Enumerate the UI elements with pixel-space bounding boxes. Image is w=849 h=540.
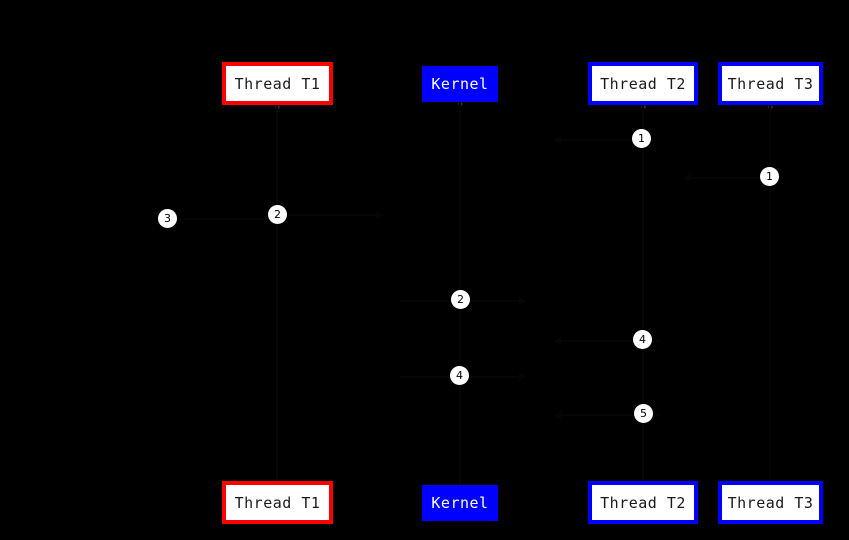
participant-thread-t1-top: Thread T1	[222, 62, 333, 105]
participant-thread-t2-bottom: Thread T2	[588, 481, 698, 524]
sequence-badge-number: 1	[766, 170, 773, 183]
sequence-badge-number: 2	[274, 208, 281, 221]
lifeline-t2	[642, 105, 644, 481]
message-1-t2	[553, 136, 650, 144]
participant-thread-t3-bottom: Thread T3	[718, 481, 823, 524]
participant-label: Thread T1	[234, 493, 321, 512]
participant-label: Thread T1	[234, 74, 321, 93]
participant-label: Thread T3	[727, 74, 814, 93]
message-2-t1	[277, 211, 384, 219]
participant-thread-t3-top: Thread T3	[718, 62, 823, 105]
participant-label: Thread T2	[600, 493, 686, 512]
sequence-badge-1-thread-t2: 1	[632, 129, 651, 148]
sequence-badge-4-thread-t2: 4	[633, 330, 652, 349]
sequence-badge-2-thread-t1: 2	[268, 205, 287, 224]
sequence-badge-number: 4	[456, 369, 463, 382]
sequence-badge-4-kernel: 4	[450, 366, 469, 385]
participant-kernel-top: Kernel	[422, 66, 498, 102]
sequence-badge-2-kernel: 2	[451, 290, 470, 309]
participant-label: Thread T2	[600, 74, 686, 93]
sequence-badge-number: 4	[639, 333, 646, 346]
participant-label: Kernel	[431, 75, 489, 93]
sequence-badge-number: 5	[640, 407, 647, 420]
sequence-badge-5-thread-t2: 5	[634, 404, 653, 423]
message-5-t2	[553, 411, 660, 419]
sequence-badge-number: 3	[164, 212, 171, 225]
participant-kernel-bottom: Kernel	[422, 485, 498, 521]
lifeline-t1	[276, 105, 278, 481]
sequence-badge-number: 2	[457, 293, 464, 306]
lifeline-t3	[769, 105, 771, 481]
participant-thread-t2-top: Thread T2	[588, 62, 698, 105]
sequence-badge-3-thread-t1: 3	[158, 209, 177, 228]
sequence-badge-1-thread-t3: 1	[760, 167, 779, 186]
participant-label: Thread T3	[727, 493, 814, 512]
participant-label: Kernel	[431, 494, 489, 512]
sequence-badge-number: 1	[638, 132, 645, 145]
message-3-t1	[175, 215, 282, 223]
message-4-t2	[553, 337, 660, 345]
participant-thread-t1-bottom: Thread T1	[222, 481, 333, 524]
message-1-t3	[683, 174, 780, 182]
